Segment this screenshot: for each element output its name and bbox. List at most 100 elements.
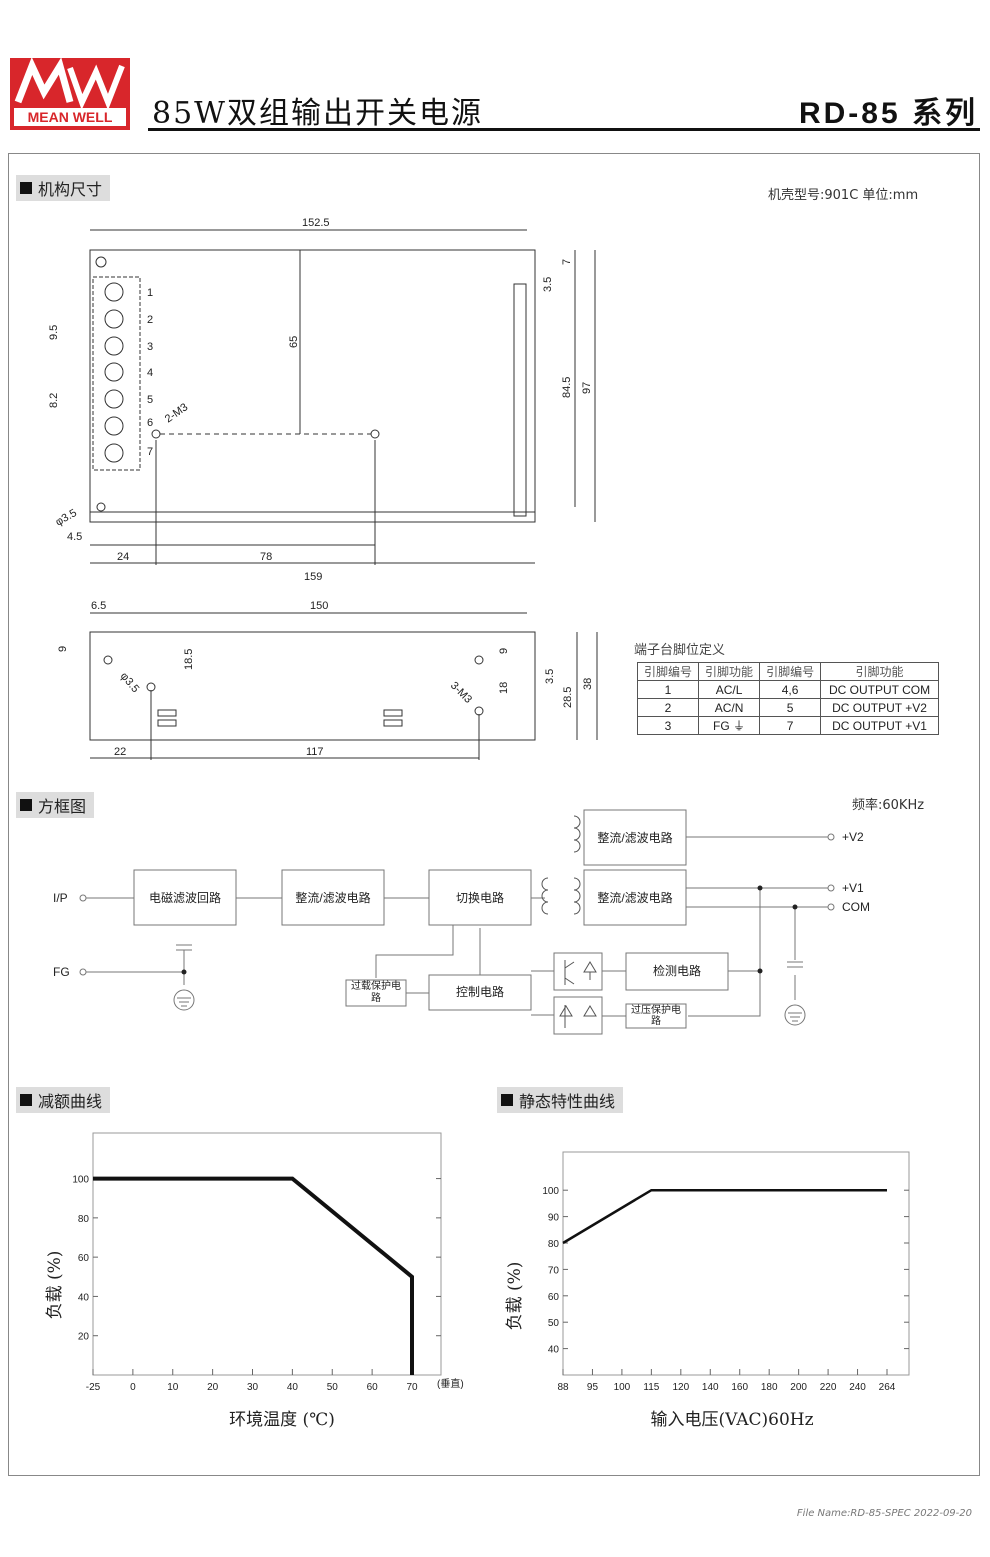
dim-hole: φ3.5: [54, 507, 79, 529]
y-tick-label: 80: [78, 1214, 90, 1225]
cell: FG ⏚: [698, 716, 761, 735]
title-rule: [148, 128, 980, 131]
section-title: 方框图: [38, 797, 87, 816]
y-tick-label: 50: [548, 1318, 560, 1329]
dim-84-5: 84.5: [561, 377, 573, 398]
side-view-outline: [89, 631, 536, 741]
x-tick-label: 115: [643, 1382, 659, 1393]
col-header: 引脚编号: [759, 662, 822, 681]
section-derating: 减额曲线: [16, 1087, 111, 1113]
bullet-icon: [20, 799, 32, 811]
y-tick-label: 40: [548, 1345, 560, 1356]
x-axis-label: 输入电压(VAC)60Hz: [650, 1410, 813, 1430]
section-block-diagram: 方框图: [16, 792, 95, 818]
dim-78: 78: [260, 551, 272, 563]
x-tick-label: 95: [587, 1382, 599, 1393]
cell: 7: [759, 716, 822, 735]
pin-table-title: 端子台脚位定义: [634, 643, 726, 658]
y-tick-label: 60: [548, 1292, 560, 1303]
x-tick-label: 200: [790, 1382, 807, 1393]
x-tick-label: 264: [879, 1382, 896, 1393]
pin-label: 2: [147, 314, 153, 326]
emi-filter-box: 电磁滤波回路: [149, 890, 221, 905]
footer-file: File Name:RD-85-SPEC 2022-09-20: [796, 1508, 972, 1519]
dim-18: 18: [498, 682, 510, 694]
dim-7: 7: [561, 259, 573, 265]
top-view-outline: [89, 249, 536, 523]
rectifier-v1-box: 整流/滤波电路: [597, 890, 672, 905]
dim-8-2: 8.2: [48, 393, 60, 408]
dim-97: 97: [581, 382, 593, 394]
dim-4-5: 4.5: [67, 531, 82, 543]
dim-side-3-5: 3.5: [544, 669, 556, 684]
section-mechanical: 机构尺寸: [16, 175, 111, 201]
bullet-icon: [501, 1094, 513, 1106]
x-tick-label: 50: [327, 1382, 339, 1393]
y-axis-label: 负载 (%): [45, 1251, 65, 1320]
dim-3-5: 3.5: [542, 277, 554, 292]
cell: AC/L: [698, 680, 761, 699]
col-header: 引脚编号: [636, 662, 700, 681]
dim-9b: 9: [498, 648, 510, 654]
pin-label: 3: [147, 341, 153, 353]
pin-label: 4: [147, 367, 153, 379]
pin-label: 7: [147, 446, 153, 458]
ground-icon: [173, 989, 195, 1011]
x-tick-label: 220: [820, 1382, 837, 1393]
cell: 2: [636, 698, 700, 717]
case-note: 机壳型号:901C 单位:mm: [768, 188, 919, 203]
rectifier-box: 整流/滤波电路: [295, 890, 370, 905]
x-tick-label: 120: [672, 1382, 689, 1393]
x-tick-label: 140: [702, 1382, 719, 1393]
doc-title: 85W双组输出开关电源: [152, 96, 484, 131]
x-tick-label: -25: [86, 1382, 101, 1393]
dim-18-5: 18.5: [183, 649, 195, 670]
dim-side-hole: φ3.5: [118, 670, 142, 695]
dim-152-5: 152.5: [302, 217, 330, 229]
x-axis-label: 环境温度 (℃): [229, 1410, 335, 1430]
x-tick-label: 10: [167, 1382, 179, 1393]
cell: 5: [759, 698, 822, 717]
ip-label: I/P: [53, 891, 68, 905]
y-axis-label: 负载 (%): [505, 1262, 525, 1331]
x-tick-label: 20: [207, 1382, 219, 1393]
frequency-note: 频率:60KHz: [852, 798, 925, 813]
y-tick-label: 80: [548, 1239, 560, 1250]
x-tick-label: 60: [367, 1382, 379, 1393]
x-tick-label: 70: [406, 1382, 418, 1393]
dim-28-5: 28.5: [562, 687, 574, 708]
section-title: 机构尺寸: [38, 180, 103, 199]
pin-label: 1: [147, 287, 153, 299]
data-line: [93, 1176, 414, 1375]
dim-3-m3: 3-M3: [448, 680, 474, 706]
plot-frame: [562, 1151, 910, 1376]
dim-38: 38: [582, 678, 594, 690]
cell: DC OUTPUT +V1: [820, 716, 939, 735]
data-line: [562, 1188, 887, 1245]
bullet-icon: [20, 182, 32, 194]
cell: AC/N: [698, 698, 761, 717]
section-title: 减额曲线: [38, 1092, 103, 1111]
dim-2-m3: 2-M3: [163, 401, 190, 425]
terminal-screws: [104, 282, 124, 463]
col-header: 引脚功能: [698, 662, 761, 681]
x-tick-label: 100: [614, 1382, 631, 1393]
cell: DC OUTPUT COM: [820, 680, 939, 699]
content-frame: [8, 153, 980, 1476]
series-name: RD-85 系列: [798, 97, 978, 130]
x-tick-label: 30: [247, 1382, 259, 1393]
y-tick-label: 20: [78, 1332, 90, 1343]
mw-logo-icon: [14, 57, 125, 111]
cell: 3: [636, 716, 700, 735]
optocoupler-icon: [559, 960, 597, 1028]
cell: 4,6: [759, 680, 822, 699]
dim-6-5: 6.5: [91, 600, 106, 612]
dim-65: 65: [288, 336, 300, 348]
pin-label: 5: [147, 394, 153, 406]
switching-box: 切换电路: [456, 890, 504, 905]
